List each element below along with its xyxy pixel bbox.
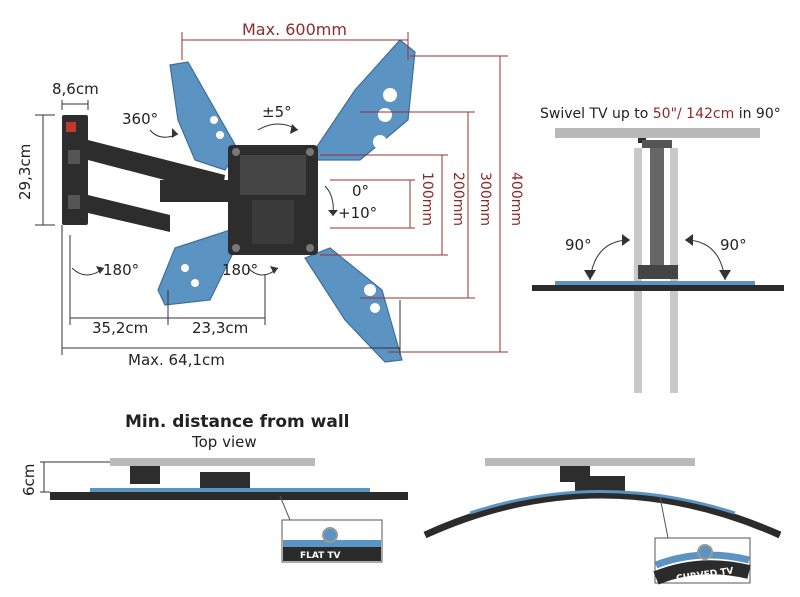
wall-distance-panel: Min. distance from wall Top view 6cm FLA… (20, 412, 782, 585)
dim-arm2: 23,3cm (192, 319, 248, 337)
plate-top-right (309, 39, 416, 161)
label-tilt-0: 0° (352, 182, 369, 200)
dim-400: 400mm (508, 172, 524, 226)
label-swivel-left: 180° (103, 261, 139, 279)
swivel-tv (532, 285, 784, 291)
plate-bottom-left (157, 229, 233, 306)
plate-bottom-right (304, 247, 403, 363)
flat-tv-label: FLAT TV (300, 551, 341, 561)
label-rot-360: 360° (122, 110, 158, 128)
wall-distance-value: 6cm (20, 464, 38, 496)
curved-wall (485, 458, 695, 466)
dim-max-width: Max. 600mm (242, 20, 347, 39)
dim-max-extension: Max. 64,1cm (128, 351, 225, 369)
label-tilt-10: +10° (338, 204, 377, 222)
swivel-angle-right: 90° (720, 236, 747, 254)
dim-arm1: 35,2cm (92, 319, 148, 337)
main-mount: Max. 600mm 8,6cm 29,3cm 360° ±5° 0° +10°… (16, 20, 524, 369)
swivel-title: Swivel TV up to 50"/ 142cm in 90° (540, 106, 781, 122)
swivel-angle-left: 90° (565, 236, 592, 254)
dim-height: 29,3cm (16, 144, 34, 200)
wall-distance-subtitle: Top view (191, 433, 257, 451)
flat-tv (50, 492, 408, 500)
label-swivel-right: 180° (222, 261, 258, 279)
label-tilt-pm5: ±5° (262, 103, 292, 121)
dim-300: 300mm (477, 172, 493, 226)
lower-arm (88, 195, 170, 232)
dim-200: 200mm (450, 172, 466, 226)
swivel-panel: Swivel TV up to 50"/ 142cm in 90° 90° 90… (532, 106, 784, 393)
dim-100: 100mm (419, 172, 435, 226)
plate-top-left (169, 61, 239, 171)
curved-tv (423, 491, 782, 539)
wall-distance-title: Min. distance from wall (125, 412, 350, 432)
flat-wall (110, 458, 315, 466)
dim-depth: 8,6cm (52, 80, 99, 98)
swivel-wall (555, 128, 760, 138)
